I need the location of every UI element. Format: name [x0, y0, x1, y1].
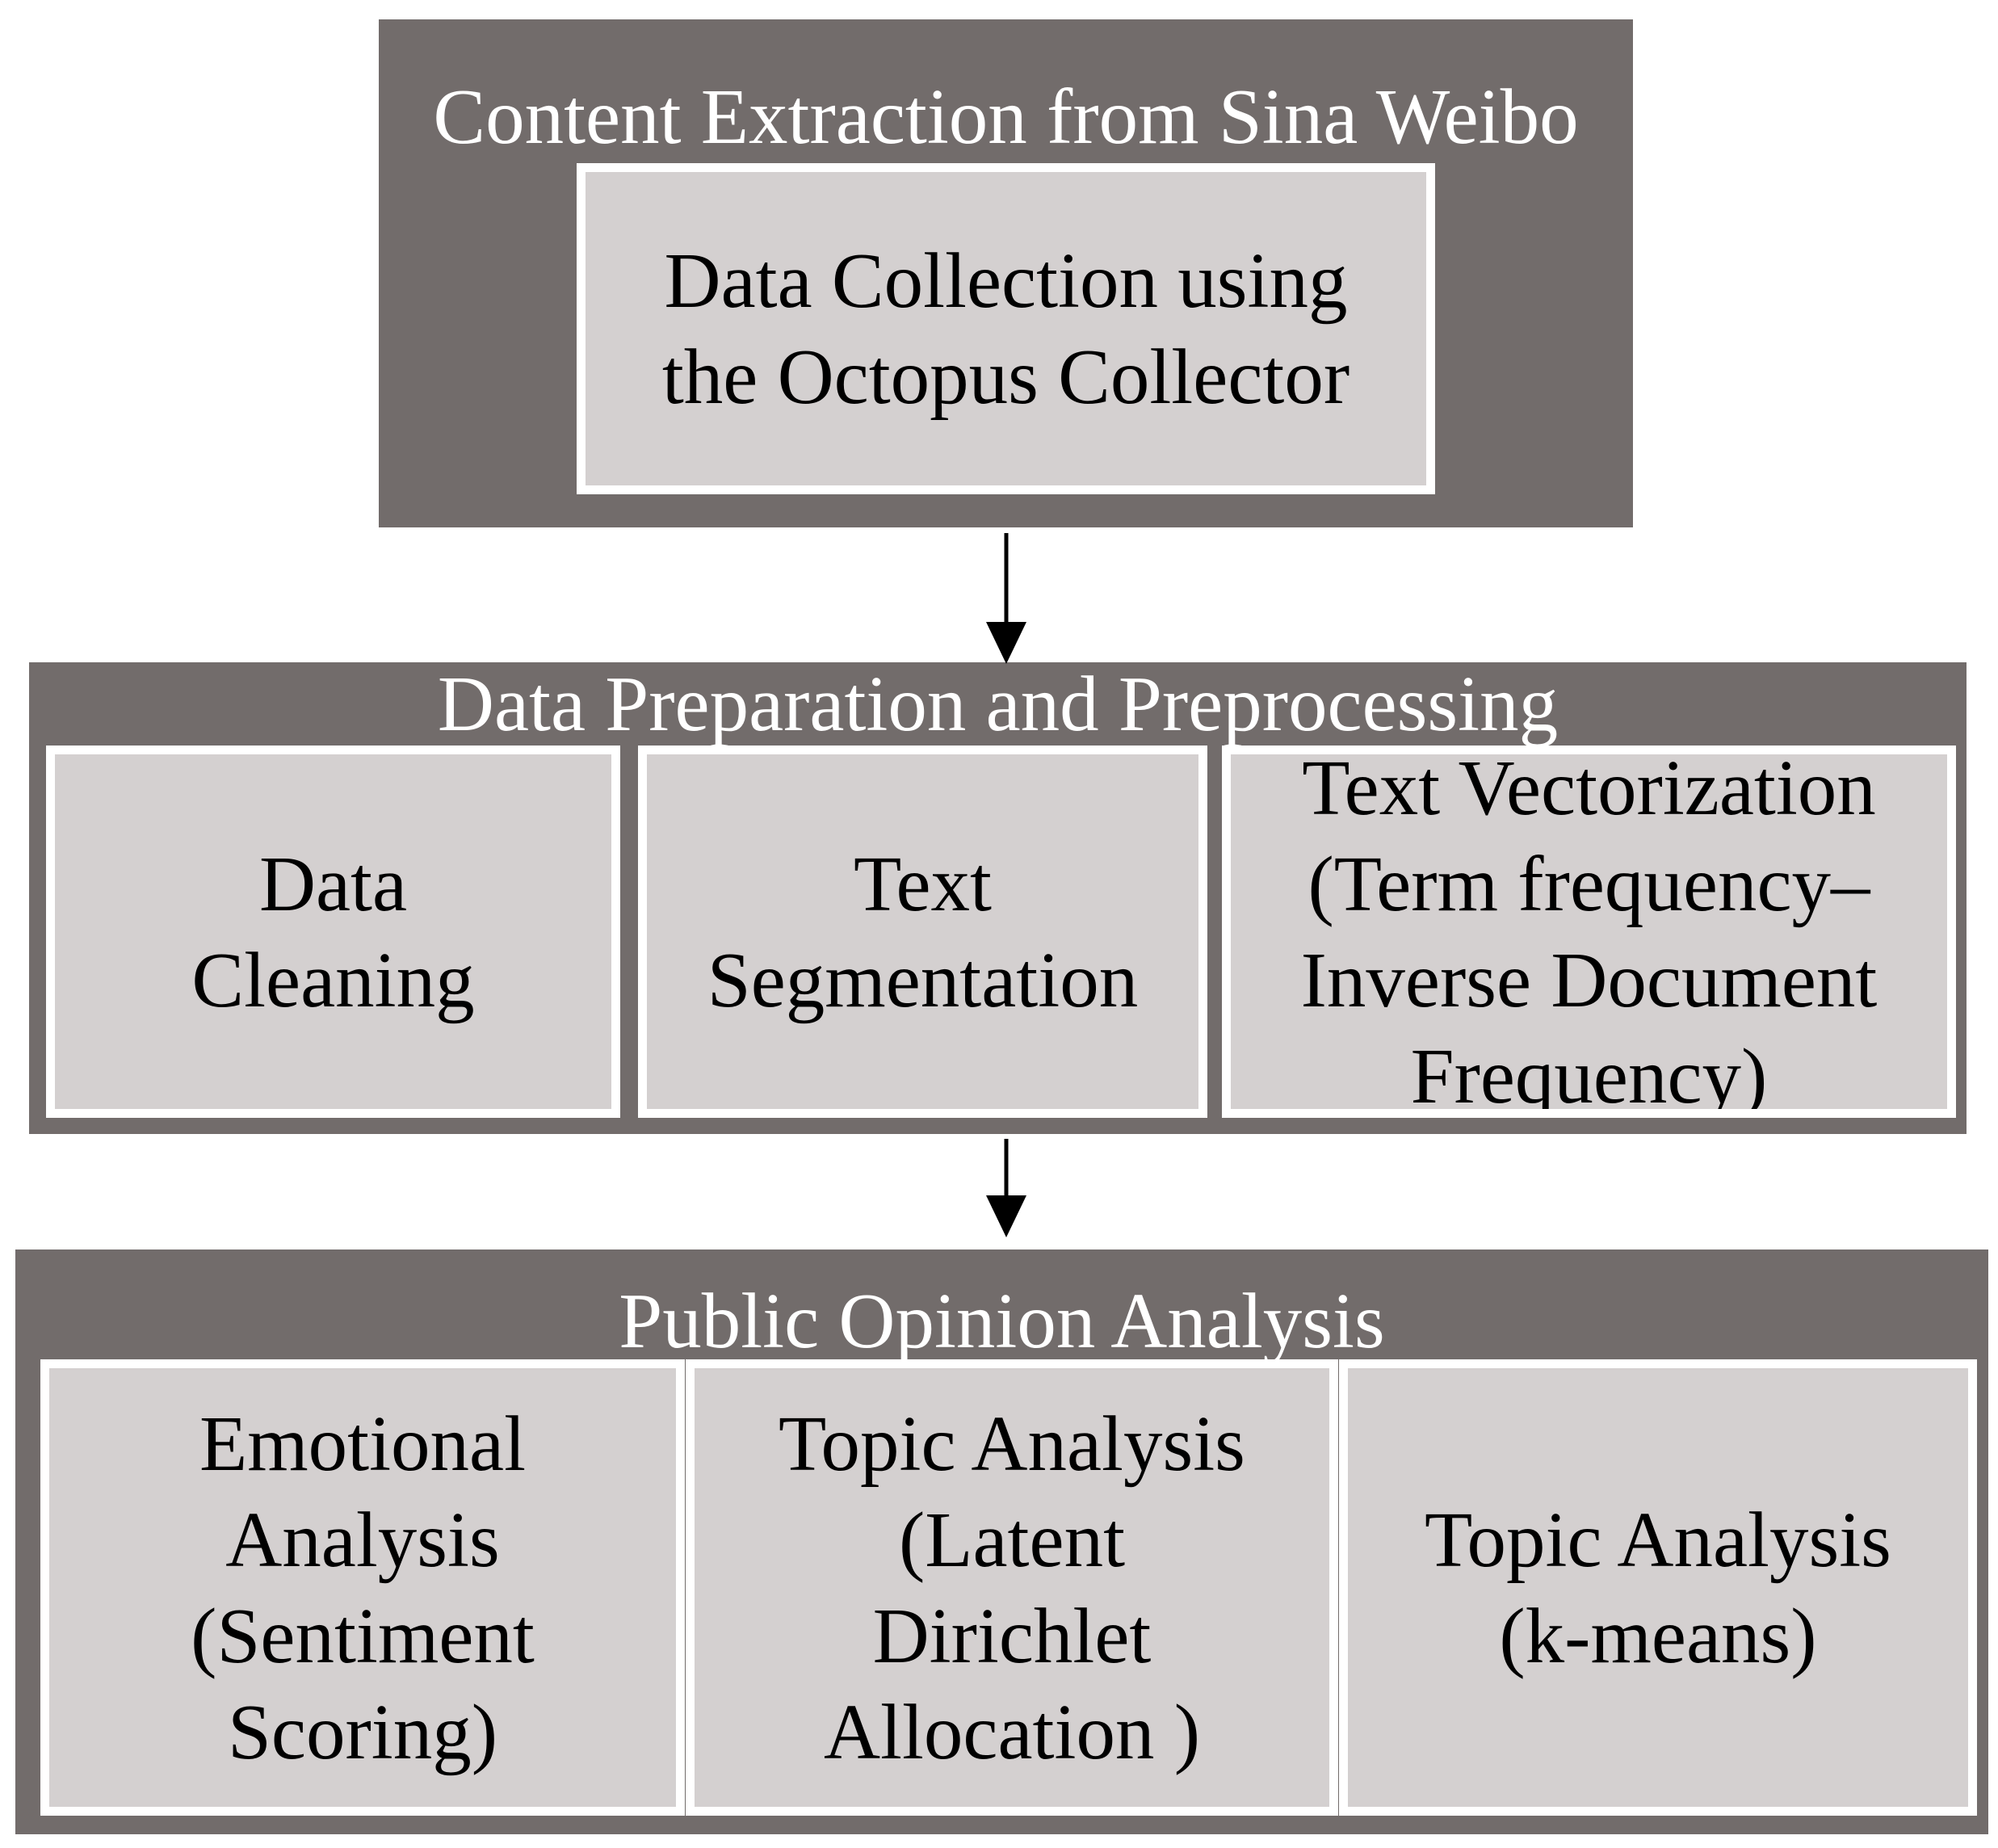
box-topic-analysis-lda: Topic Analysis (Latent Dirichlet Allocat…: [686, 1359, 1338, 1816]
box-text-segmentation: Text Segmentation: [638, 746, 1207, 1118]
arrow-stage2-to-stage3: [986, 1139, 1026, 1237]
box-data-collection: Data Collection using the Octopus Collec…: [577, 163, 1435, 494]
stage-data-preparation: Data Preparation and Preprocessing Data …: [29, 662, 1967, 1134]
arrow-stage1-to-stage2: [986, 533, 1026, 664]
box-topic-analysis-kmeans: Topic Analysis (k-means): [1339, 1359, 1977, 1816]
stage-public-opinion: Public Opinion Analysis Emotional Analys…: [15, 1250, 1988, 1834]
stage-content-extraction: Content Extraction from Sina Weibo Data …: [379, 19, 1633, 527]
stage-title-content-extraction: Content Extraction from Sina Weibo: [433, 74, 1579, 160]
box-data-cleaning: Data Cleaning: [46, 746, 620, 1118]
box-emotional-analysis: Emotional Analysis (Sentiment Scoring): [40, 1359, 685, 1816]
box-text-vectorization: Text Vectorization (Term frequency– Inve…: [1222, 746, 1956, 1118]
stage-title-data-preparation: Data Preparation and Preprocessing: [437, 661, 1559, 747]
stage-title-public-opinion: Public Opinion Analysis: [619, 1278, 1385, 1364]
